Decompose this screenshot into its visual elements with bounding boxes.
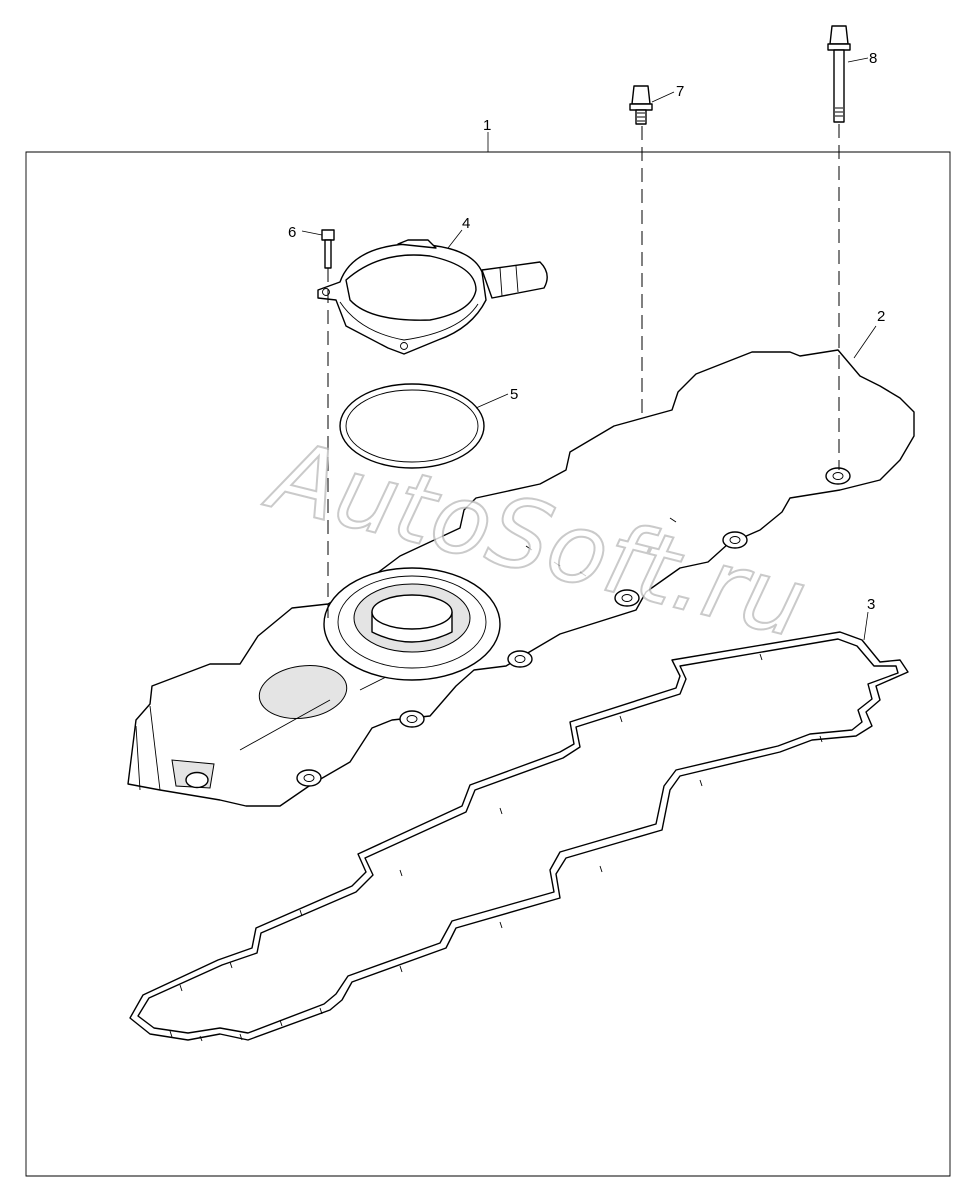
leader-line-7 xyxy=(651,91,675,103)
callout-5: 5 xyxy=(510,386,518,403)
callout-3: 3 xyxy=(867,596,875,613)
callout-8: 8 xyxy=(869,50,877,67)
cover-gasket xyxy=(129,631,909,1042)
leader-line-8 xyxy=(847,57,869,63)
leader-line-4 xyxy=(447,229,463,249)
leader-line-2 xyxy=(853,325,877,359)
o-ring xyxy=(339,383,485,469)
breather-cap xyxy=(317,239,548,355)
callout-2: 2 xyxy=(877,308,885,325)
bolt-8 xyxy=(827,25,851,123)
bolt-7 xyxy=(629,85,653,125)
breather-port xyxy=(323,567,501,681)
callout-6: 6 xyxy=(288,224,296,241)
leader-line-3 xyxy=(863,611,869,641)
leader-line-6 xyxy=(301,230,323,236)
cover-bolt-bosses xyxy=(185,467,851,789)
screw-6 xyxy=(321,229,335,269)
callout-1: 1 xyxy=(483,117,491,134)
valve-cover xyxy=(127,349,915,807)
leader-line-5 xyxy=(475,393,509,409)
callout-7: 7 xyxy=(676,83,684,100)
callout-4: 4 xyxy=(462,215,470,232)
